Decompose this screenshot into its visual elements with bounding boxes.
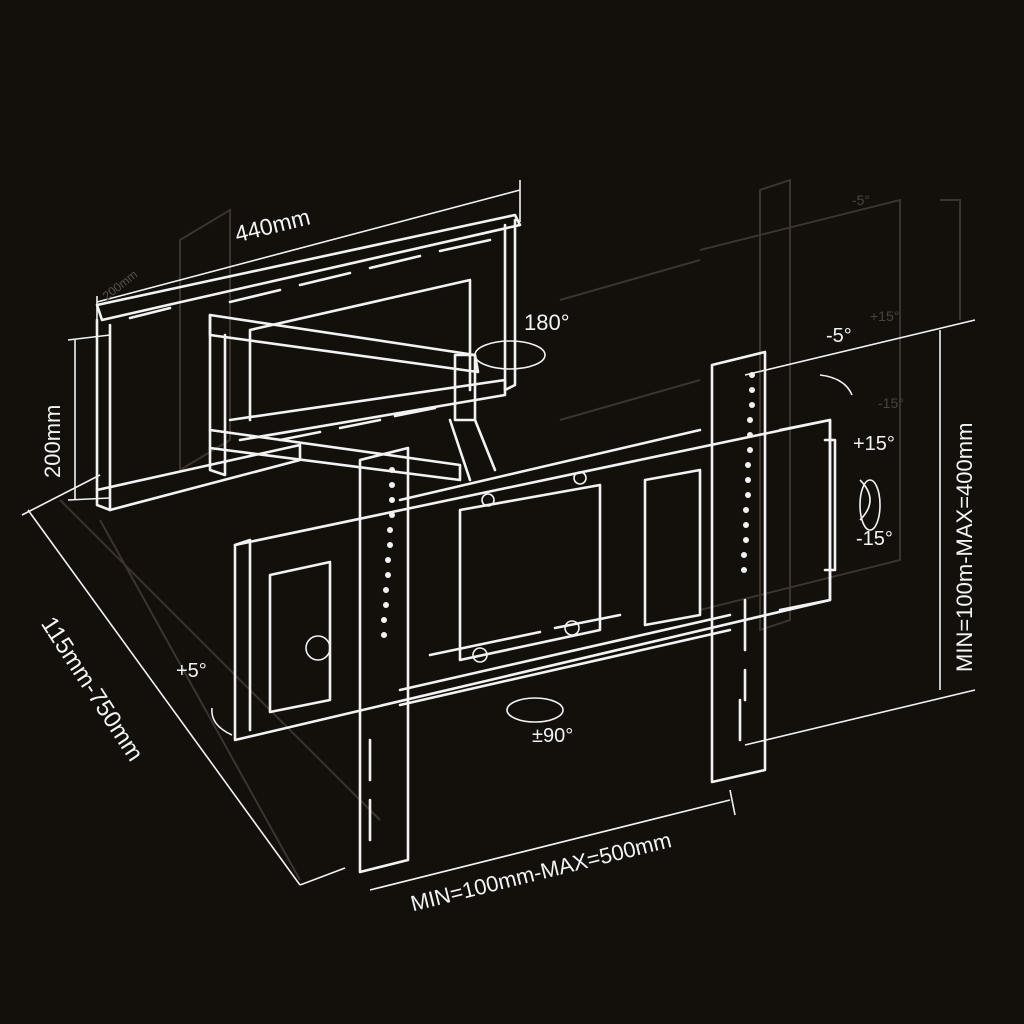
rail-holes — [381, 372, 755, 638]
swing-arms — [208, 313, 546, 482]
tv-plate — [233, 418, 881, 742]
wall-plate — [95, 213, 522, 512]
ghost-bracket — [59, 178, 961, 881]
height-dimension-label: 200mm — [40, 404, 65, 478]
swivel-arrow-icon — [859, 479, 871, 521]
tilt-down-label: -5° — [826, 325, 852, 347]
tilt-down-arrow-icon — [819, 374, 853, 396]
vertical-rails — [358, 350, 767, 874]
vesa-vertical-label: MIN=100m-MAX=400mm — [952, 422, 977, 672]
tilt-up-arrow-icon — [211, 707, 233, 736]
swivel-plus-label: +15° — [853, 433, 895, 455]
ghost-plus15-label: +15° — [870, 308, 900, 324]
swivel-minus-label: -15° — [856, 528, 893, 550]
arm-swivel-label: 180° — [524, 310, 570, 335]
rotation-label: ±90° — [532, 725, 574, 747]
tilt-up-label: +5° — [176, 660, 207, 682]
ghost-tilt-label: -5° — [852, 192, 871, 208]
rotation-arrows — [211, 374, 871, 736]
dimension-lines — [21, 180, 976, 891]
ghost-minus15-label: -15° — [878, 395, 904, 411]
